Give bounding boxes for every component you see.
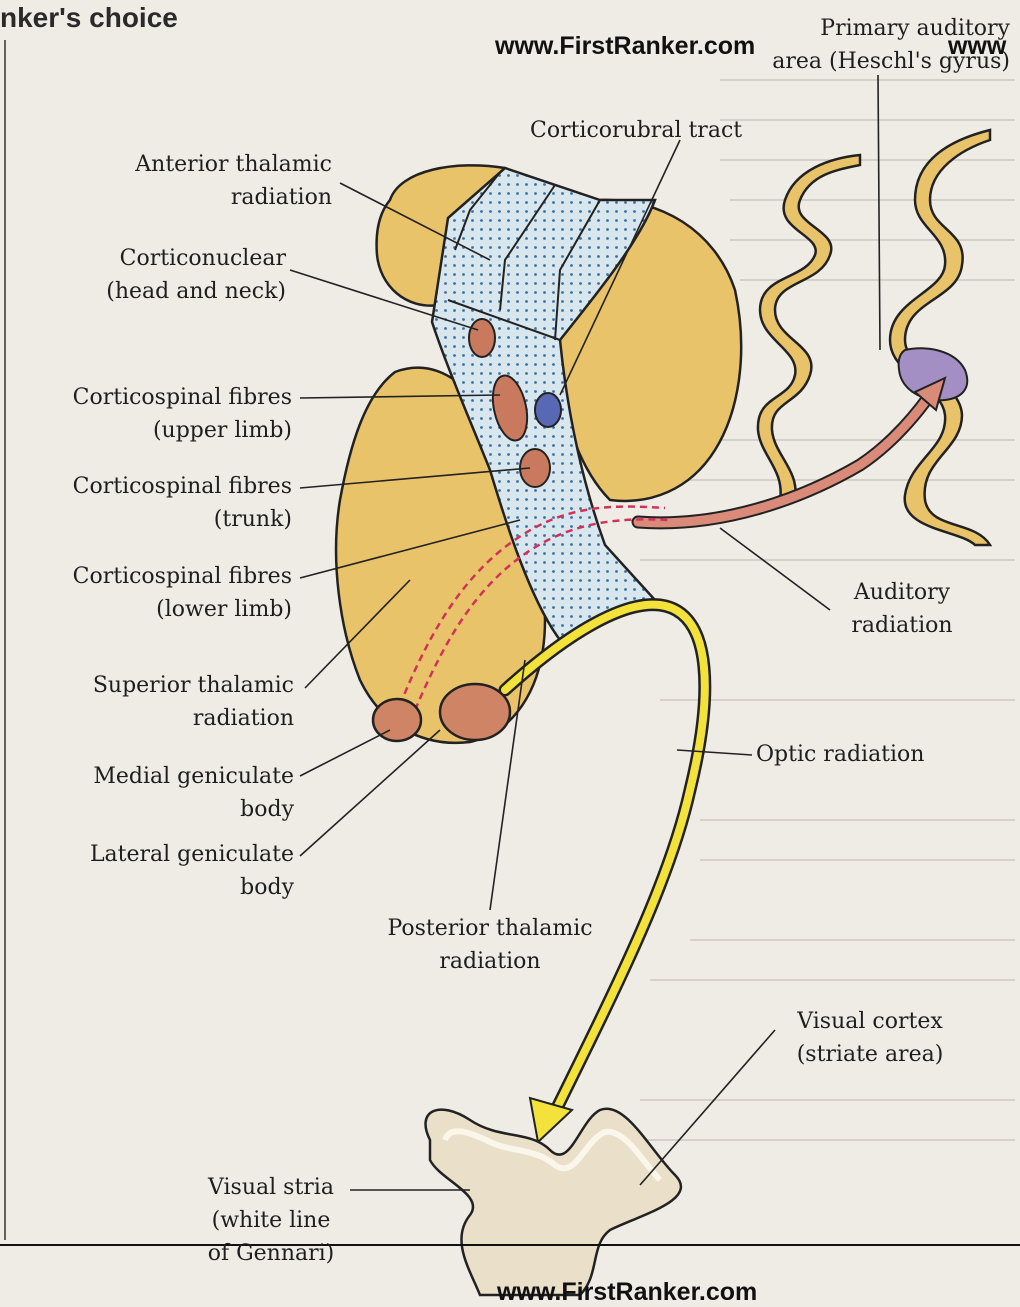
label-lower-limb-line2: (lower limb) [10, 593, 292, 626]
label-upper-limb-line1: Corticospinal fibres [10, 381, 292, 414]
label-anterior-thalamic-line2: radiation [40, 181, 332, 214]
label-visual-cortex-line2: (striate area) [770, 1038, 970, 1071]
label-visual-cortex-line1: Visual cortex [770, 1005, 970, 1038]
label-corticonuclear-line1: Corticonuclear [40, 242, 286, 275]
label-visual-stria-line1: Visual stria [186, 1171, 356, 1204]
label-lower-limb-line1: Corticospinal fibres [10, 560, 292, 593]
label-medial-geniculate-line1: Medial geniculate [30, 760, 294, 793]
label-visual-cortex: Visual cortex (striate area) [770, 1005, 970, 1071]
label-posterior-thalamic-line2: radiation [350, 945, 630, 978]
label-corticospinal-lower-limb: Corticospinal fibres (lower limb) [10, 560, 292, 626]
heschl-gyrus [890, 130, 990, 545]
label-lateral-geniculate-body: Lateral geniculate body [30, 838, 294, 904]
label-visual-stria-line2: (white line [186, 1204, 356, 1237]
label-primary-auditory-line1: Primary auditory [700, 12, 1010, 45]
label-upper-limb-line2: (upper limb) [10, 414, 292, 447]
label-auditory-radiation-line1: Auditory [822, 576, 982, 609]
label-primary-auditory-area: Primary auditory area (Heschl's gyrus) [700, 12, 1010, 78]
label-superior-thalamic-line1: Superior thalamic [30, 669, 294, 702]
temporal-gyri [758, 155, 860, 500]
label-visual-stria-line3: of Gennari) [186, 1237, 356, 1270]
label-posterior-thalamic-radiation: Posterior thalamic radiation [350, 912, 630, 978]
label-corticorubral-tract: Corticorubral tract [530, 114, 742, 147]
label-trunk-line1: Corticospinal fibres [10, 470, 292, 503]
label-medial-geniculate-line2: body [30, 793, 294, 826]
label-lateral-geniculate-line1: Lateral geniculate [30, 838, 294, 871]
label-superior-thalamic-radiation: Superior thalamic radiation [30, 669, 294, 735]
label-lateral-geniculate-line2: body [30, 871, 294, 904]
header-text: nker's choice [0, 2, 178, 34]
label-posterior-thalamic-line1: Posterior thalamic [350, 912, 630, 945]
label-corticorubral-line1: Corticorubral tract [530, 114, 742, 147]
label-primary-auditory-line2: area (Heschl's gyrus) [700, 45, 1010, 78]
label-visual-stria: Visual stria (white line of Gennari) [186, 1171, 356, 1270]
label-optic-radiation: Optic radiation [756, 738, 924, 771]
label-anterior-thalamic-radiation: Anterior thalamic radiation [40, 148, 332, 214]
label-anterior-thalamic-line1: Anterior thalamic [40, 148, 332, 181]
label-medial-geniculate-body: Medial geniculate body [30, 760, 294, 826]
lateral-geniculate-ellipse [440, 684, 510, 740]
label-trunk-line2: (trunk) [10, 503, 292, 536]
label-auditory-radiation-line2: radiation [822, 609, 982, 642]
corticonuclear-oval [469, 319, 495, 357]
visual-cortex [426, 1109, 681, 1295]
label-optic-radiation-line1: Optic radiation [756, 738, 924, 771]
label-corticospinal-trunk: Corticospinal fibres (trunk) [10, 470, 292, 536]
label-corticospinal-upper-limb: Corticospinal fibres (upper limb) [10, 381, 292, 447]
label-auditory-radiation: Auditory radiation [822, 576, 982, 642]
label-superior-thalamic-line2: radiation [30, 702, 294, 735]
corticorubral-oval [535, 393, 561, 427]
label-corticonuclear: Corticonuclear (head and neck) [40, 242, 286, 308]
label-corticonuclear-line2: (head and neck) [40, 275, 286, 308]
